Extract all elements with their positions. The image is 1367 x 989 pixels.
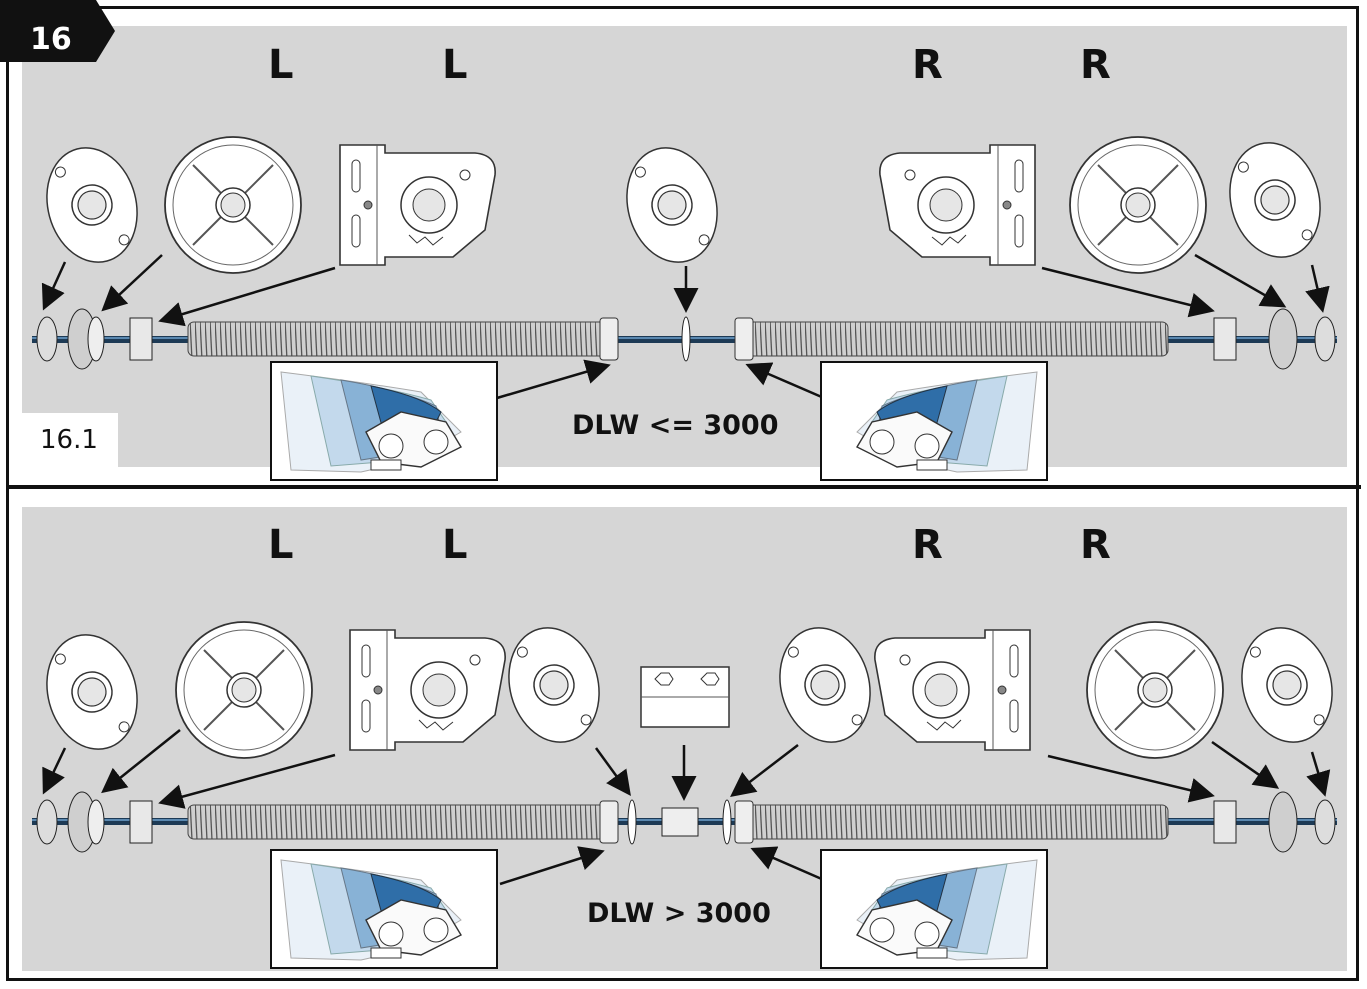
- sub-step-number: 16.1: [40, 425, 98, 455]
- step-number: 16: [30, 22, 72, 57]
- top-assembly: [32, 131, 1337, 481]
- label-left-2: L: [442, 42, 468, 88]
- bottom-assembly: [32, 616, 1346, 969]
- label-right-2-bottom: R: [1080, 522, 1111, 568]
- condition-top: DLW <= 3000: [572, 410, 779, 441]
- label-left-1-bottom: L: [268, 522, 294, 568]
- step-badge: [0, 0, 115, 62]
- sub-step-box: [22, 413, 118, 468]
- label-right-1: R: [912, 42, 943, 88]
- label-left-2-bottom: L: [442, 522, 468, 568]
- label-right-1-bottom: R: [912, 522, 943, 568]
- condition-bottom: DLW > 3000: [587, 898, 771, 929]
- label-left-1: L: [268, 42, 294, 88]
- panel-divider: [6, 485, 1361, 489]
- label-right-2: R: [1080, 42, 1111, 88]
